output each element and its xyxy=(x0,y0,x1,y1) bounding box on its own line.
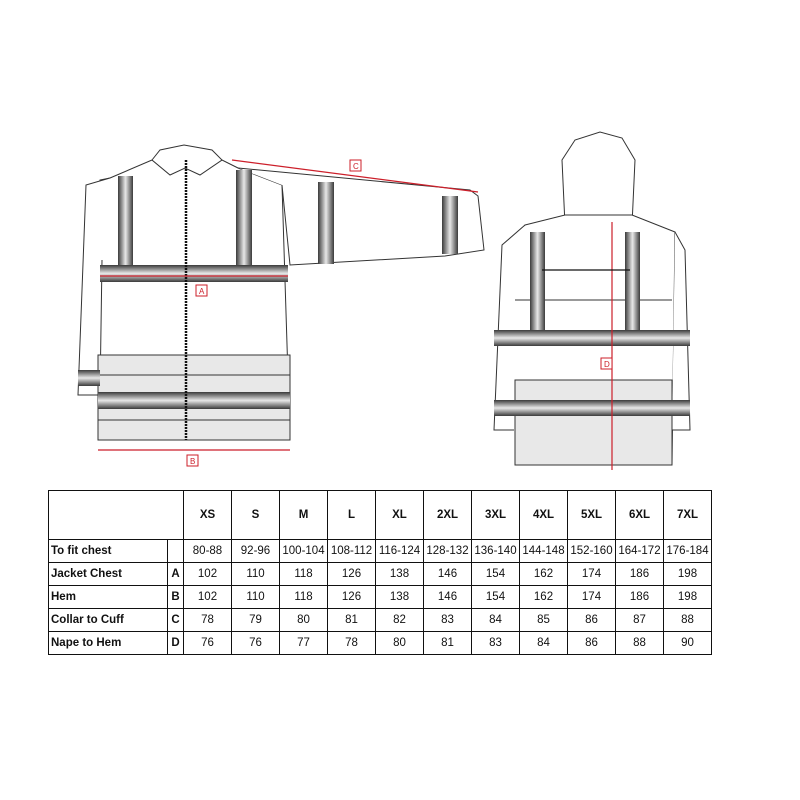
row-code: C xyxy=(167,608,184,632)
table-cell: 80-88 xyxy=(183,539,232,563)
table-cell: 85 xyxy=(519,608,568,632)
row-label: To fit chest xyxy=(48,539,168,563)
back-reflective-strips xyxy=(494,232,690,416)
size-header: 7XL xyxy=(663,490,712,540)
row-label: Jacket Chest xyxy=(48,562,168,586)
table-cell: 80 xyxy=(375,631,424,655)
row-label: Nape to Hem xyxy=(48,631,168,655)
table-cell: 81 xyxy=(423,631,472,655)
table-cell: 176-184 xyxy=(663,539,712,563)
table-cell: 186 xyxy=(615,562,664,586)
size-header: 6XL xyxy=(615,490,664,540)
table-cell: 164-172 xyxy=(615,539,664,563)
table-cell: 77 xyxy=(279,631,328,655)
table-cell: 86 xyxy=(567,631,616,655)
table-cell: 126 xyxy=(327,585,376,609)
size-header: L xyxy=(327,490,376,540)
table-cell: 78 xyxy=(327,631,376,655)
size-header: XS xyxy=(183,490,232,540)
table-cell: 86 xyxy=(567,608,616,632)
table-cell: 154 xyxy=(471,562,520,586)
table-cell: 88 xyxy=(663,608,712,632)
row-code: D xyxy=(167,631,184,655)
table-cell: 118 xyxy=(279,585,328,609)
table-cell: 88 xyxy=(615,631,664,655)
table-cell: 138 xyxy=(375,585,424,609)
table-cell: 144-148 xyxy=(519,539,568,563)
table-cell: 118 xyxy=(279,562,328,586)
jacket-measurement-diagram: A B C D xyxy=(77,131,691,470)
table-cell: 110 xyxy=(231,562,280,586)
table-cell: 174 xyxy=(567,585,616,609)
header-blank xyxy=(48,490,184,540)
table-cell: 90 xyxy=(663,631,712,655)
marker-c: C xyxy=(353,162,359,171)
table-cell: 84 xyxy=(471,608,520,632)
table-cell: 146 xyxy=(423,562,472,586)
table-cell: 162 xyxy=(519,585,568,609)
marker-d: D xyxy=(604,360,610,369)
table-cell: 198 xyxy=(663,562,712,586)
table-cell: 162 xyxy=(519,562,568,586)
table-cell: 128-132 xyxy=(423,539,472,563)
table-cell: 81 xyxy=(327,608,376,632)
row-label: Collar to Cuff xyxy=(48,608,168,632)
table-cell: 79 xyxy=(231,608,280,632)
table-cell: 87 xyxy=(615,608,664,632)
table-cell: 80 xyxy=(279,608,328,632)
size-header: XL xyxy=(375,490,424,540)
table-cell: 102 xyxy=(183,562,232,586)
table-cell: 186 xyxy=(615,585,664,609)
size-header: 5XL xyxy=(567,490,616,540)
table-cell: 198 xyxy=(663,585,712,609)
size-header: M xyxy=(279,490,328,540)
table-cell: 154 xyxy=(471,585,520,609)
table-cell: 146 xyxy=(423,585,472,609)
row-code: B xyxy=(167,585,184,609)
marker-a: A xyxy=(199,287,205,296)
table-cell: 126 xyxy=(327,562,376,586)
marker-b: B xyxy=(190,457,195,466)
size-header: 3XL xyxy=(471,490,520,540)
table-cell: 136-140 xyxy=(471,539,520,563)
row-code xyxy=(167,539,184,563)
front-reflective-strips xyxy=(78,160,458,440)
table-cell: 102 xyxy=(183,585,232,609)
table-cell: 83 xyxy=(471,631,520,655)
table-cell: 82 xyxy=(375,608,424,632)
measurement-lines xyxy=(98,159,630,470)
size-header: 2XL xyxy=(423,490,472,540)
table-cell: 76 xyxy=(183,631,232,655)
table-cell: 78 xyxy=(183,608,232,632)
size-header: 4XL xyxy=(519,490,568,540)
table-cell: 138 xyxy=(375,562,424,586)
measure-line-c xyxy=(231,159,479,193)
row-code: A xyxy=(167,562,184,586)
table-cell: 92-96 xyxy=(231,539,280,563)
measurement-markers: A B C D xyxy=(186,159,613,467)
table-cell: 100-104 xyxy=(279,539,328,563)
table-cell: 108-112 xyxy=(327,539,376,563)
table-cell: 83 xyxy=(423,608,472,632)
table-cell: 174 xyxy=(567,562,616,586)
row-label: Hem xyxy=(48,585,168,609)
table-cell: 152-160 xyxy=(567,539,616,563)
size-header: S xyxy=(231,490,280,540)
table-cell: 116-124 xyxy=(375,539,424,563)
table-cell: 84 xyxy=(519,631,568,655)
table-cell: 110 xyxy=(231,585,280,609)
table-cell: 76 xyxy=(231,631,280,655)
